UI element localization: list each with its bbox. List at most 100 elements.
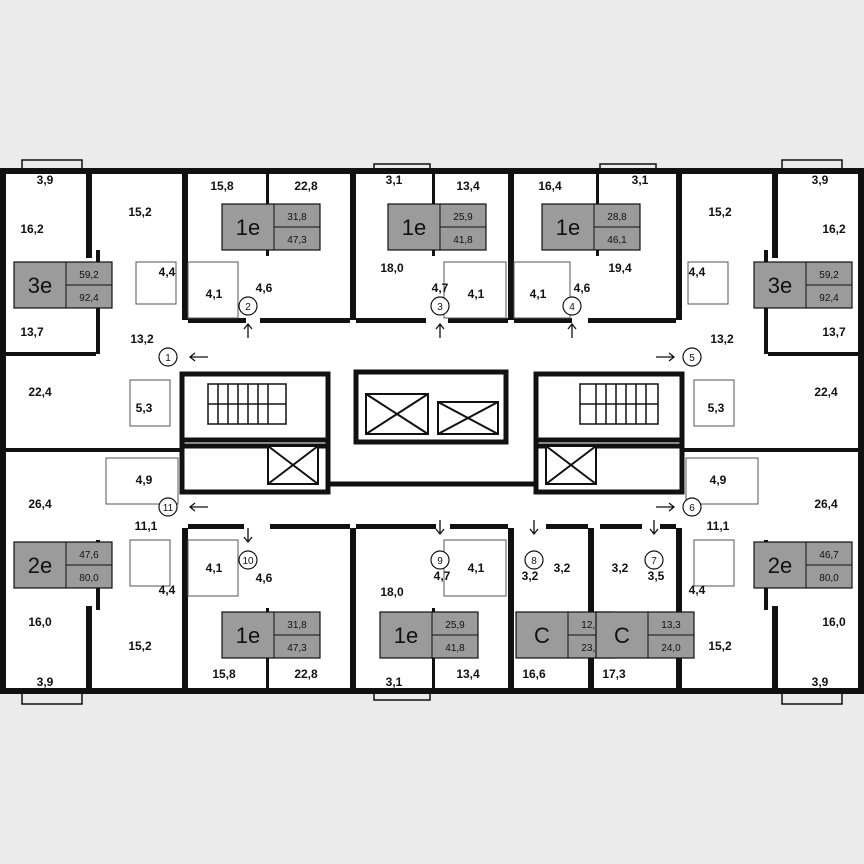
living-area: 31,8 [287,212,307,223]
total-area: 24,0 [661,643,681,654]
building-core [179,369,685,495]
entrance-number: 1 [165,353,171,364]
apartment-type: 1е [236,623,260,648]
arrow-down-icon [649,520,659,536]
room-area-label: 18,0 [380,585,404,599]
living-area: 59,2 [819,270,839,281]
arrow-up-icon [567,322,577,338]
apartment-type: 1е [236,215,260,240]
arrow-down-icon [243,528,253,544]
room-area-label: 4,4 [159,583,176,597]
living-area: 13,3 [661,620,681,631]
arrow-up-icon [243,322,253,338]
total-area: 47,3 [287,643,307,654]
room-area-label: 22,8 [294,179,318,193]
entrance-marker: 1 [158,347,178,367]
room-area-label: 13,4 [456,179,480,193]
arrow-down-icon [529,520,539,536]
room-area-label: 3,2 [522,569,539,583]
entrance-number: 4 [569,302,575,313]
living-area: 59,2 [79,270,99,281]
room-area-label: 3,9 [37,173,54,187]
entrance-marker: 10 [238,550,258,570]
room-area-label: 11,1 [135,519,158,533]
elevators [267,393,597,485]
entrance-marker: 2 [238,296,258,316]
room-area-label: 16,2 [822,222,846,236]
apartment-type: С [534,623,550,648]
room-area-label: 4,7 [432,281,449,295]
arrow-right-icon [656,502,676,512]
entrance-number: 11 [163,503,174,514]
room-area-label: 4,4 [689,265,706,279]
room-area-label: 3,1 [386,173,403,187]
entrance-number: 3 [437,302,443,313]
room-area-label: 13,2 [130,332,154,346]
living-area: 28,8 [607,212,627,223]
room-area-label: 4,1 [206,287,223,301]
apartment-type: 2е [768,553,792,578]
apartment-type: 2е [28,553,52,578]
living-area: 46,7 [819,550,839,561]
living-area: 47,6 [79,550,99,561]
room-area-label: 3,2 [612,561,629,575]
arrow-left-icon [188,502,208,512]
room-area-label: 16,0 [28,615,52,629]
room-area-label: 15,2 [128,639,152,653]
entrance-marker: 7 [644,550,664,570]
room-area-label: 3,1 [386,675,403,689]
entrance-marker: 9 [430,550,450,570]
room-area-label: 15,2 [708,205,732,219]
arrow-up-icon [435,322,445,338]
room-area-label: 15,2 [708,639,732,653]
room-area-label: 22,4 [28,385,52,399]
room-area-label: 4,9 [136,473,153,487]
room-area-label: 15,2 [128,205,152,219]
living-area: 12,6 [581,620,601,631]
bathroom-fixtures [105,261,759,597]
room-area-label: 13,2 [710,332,734,346]
total-area: 41,8 [453,235,473,246]
room-area-label: 22,8 [294,667,318,681]
total-area: 80,0 [819,573,839,584]
entrance-marker: 3 [430,296,450,316]
room-area-label: 18,0 [380,261,404,275]
room-area-label: 4,9 [710,473,727,487]
room-area-label: 4,4 [159,265,176,279]
room-area-label: 4,1 [468,561,485,575]
room-area-label: 4,1 [530,287,547,301]
apartment-badge: 3е 59,2 92,4 [13,261,113,309]
balconies [21,159,843,705]
living-area: 31,8 [287,620,307,631]
room-area-label: 4,6 [256,571,273,585]
total-area: 92,4 [819,293,839,304]
total-area: 92,4 [79,293,99,304]
room-area-label: 3,2 [554,561,571,575]
room-area-label: 13,7 [20,325,44,339]
entrance-number: 5 [689,353,695,364]
apartment-type: 3е [28,273,52,298]
room-area-label: 3,5 [648,569,665,583]
stair-left [207,383,287,425]
room-area-label: 16,0 [822,615,846,629]
entrance-marker: 8 [524,550,544,570]
entrance-number: 2 [245,302,251,313]
total-area: 23,0 [581,643,601,654]
room-area-label: 19,4 [608,261,632,275]
entrance-number: 6 [689,503,695,514]
room-area-label: 15,8 [210,179,234,193]
building-slab [0,170,864,694]
living-area: 25,9 [445,620,465,631]
room-area-label: 4,1 [468,287,485,301]
room-area-label: 3,1 [632,173,649,187]
apartment-badge: 2е 46,7 80,0 [753,541,853,589]
room-area-label: 26,4 [28,497,52,511]
entrance-marker: 5 [682,347,702,367]
room-area-label: 22,4 [814,385,838,399]
direction-arrows [188,322,676,544]
room-area-label: 17,3 [602,667,626,681]
